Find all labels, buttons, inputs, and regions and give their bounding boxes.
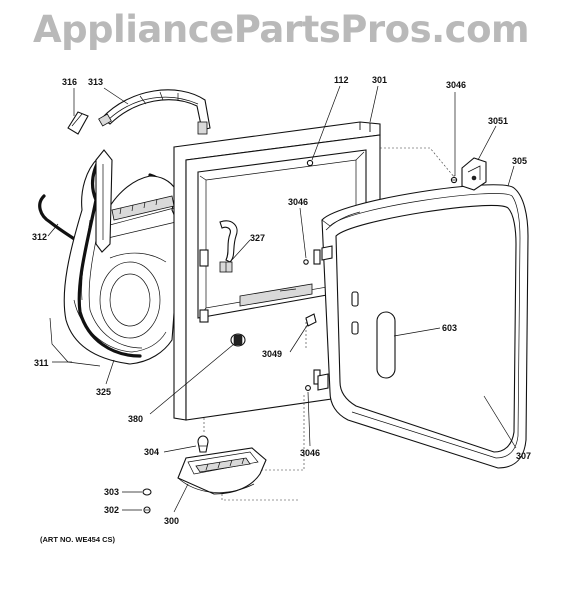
- part-302-screw: [143, 506, 151, 514]
- callout-3046-top: 3046: [446, 80, 466, 90]
- part-3046-screw-bottom: [305, 385, 311, 391]
- callout-313: 313: [88, 77, 103, 87]
- callout-327: 327: [250, 233, 265, 243]
- callout-312: 312: [32, 232, 47, 242]
- callout-325: 325: [96, 387, 111, 397]
- callout-303: 303: [104, 487, 119, 497]
- callout-304: 304: [144, 447, 159, 457]
- callout-labels: 316 313 112 301 3046 3051 305 3046 312 3…: [32, 75, 531, 544]
- part-380-knob: [230, 333, 246, 347]
- part-3046-screw-top: [450, 176, 458, 184]
- callout-380: 380: [128, 414, 143, 424]
- part-313-seal-bracket: [98, 89, 211, 135]
- callout-603: 603: [442, 323, 457, 333]
- part-327-door-switch: [219, 220, 238, 273]
- part-313-side-arm: [95, 149, 113, 253]
- callout-305: 305: [512, 156, 527, 166]
- art-number-note: (ART NO. WE454 CS): [40, 535, 116, 544]
- callout-311: 311: [34, 358, 49, 368]
- part-316-felt-pad: [67, 111, 89, 135]
- callout-112: 112: [334, 75, 349, 85]
- callout-302: 302: [104, 505, 119, 515]
- leader-lines: [47, 85, 517, 513]
- part-304-bumper: [197, 435, 209, 453]
- callout-301: 301: [372, 75, 387, 85]
- part-3051-hinge: [461, 157, 487, 191]
- callout-3046-bot: 3046: [300, 448, 320, 458]
- callout-3049: 3049: [262, 349, 282, 359]
- part-305-door-assembly: [317, 184, 529, 469]
- part-311-front-bulkhead: [63, 156, 180, 365]
- callout-3046-mid: 3046: [288, 197, 308, 207]
- callout-3051: 3051: [488, 116, 508, 126]
- part-300-lint-housing: [177, 447, 267, 495]
- callout-300: 300: [164, 516, 179, 526]
- part-303-washer: [142, 488, 152, 496]
- callout-316: 316: [62, 77, 77, 87]
- callout-307: 307: [516, 451, 531, 461]
- watermark: AppliancePartsPros.com: [32, 8, 530, 51]
